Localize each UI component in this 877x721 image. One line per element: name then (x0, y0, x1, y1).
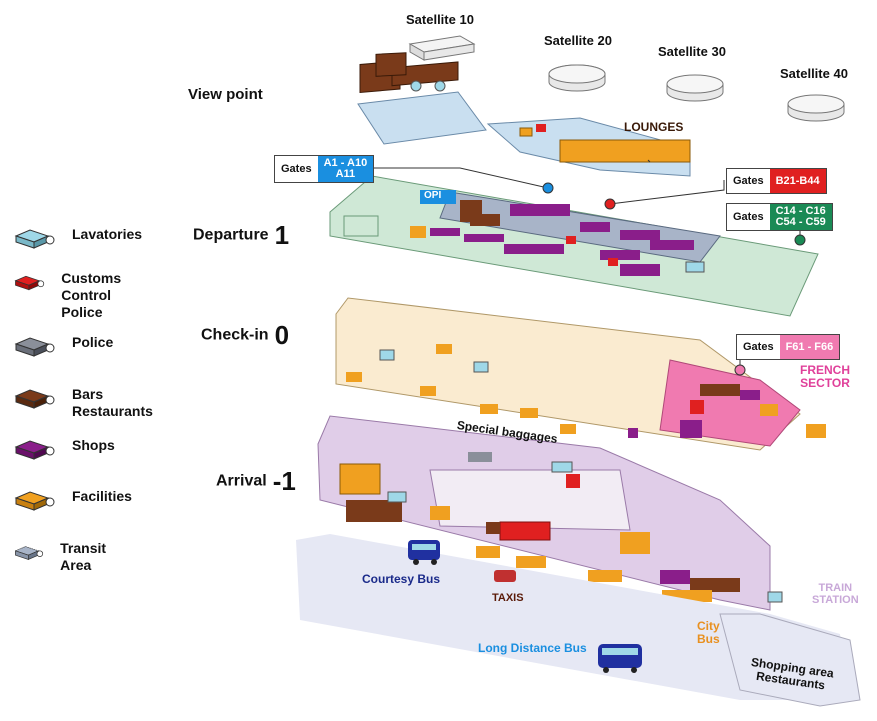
legend-bars: Bars Restaurants (14, 386, 153, 420)
departure-sign: OPI (424, 190, 442, 201)
transit-icon (14, 546, 44, 561)
legend-police: Police (14, 334, 113, 360)
police-icon (14, 337, 55, 357)
legend-customs: Customs Control Police (14, 270, 132, 321)
legend-lavatories-label: Lavatories (72, 226, 143, 242)
legend-shops: Shops (14, 437, 115, 463)
gate-f-marker (734, 364, 746, 376)
legend-police-label: Police (72, 334, 114, 350)
customs-icon (14, 275, 45, 291)
legend-lavatories: Lavatories (14, 226, 142, 252)
legend-bars-label: Bars Restaurants (72, 386, 153, 419)
city-bus-label: City Bus (697, 619, 720, 646)
gate-b-marker (604, 198, 616, 210)
gates-a-value: A1 - A10 A11 (317, 156, 374, 182)
gates-c-value: C14 - C16 C54 - C59 (769, 204, 832, 230)
taxi-icon (494, 570, 516, 582)
gates-c-key: Gates (733, 211, 764, 223)
level-checkin: Check-in 0 (201, 320, 289, 351)
legend-facilities-label: Facilities (72, 488, 132, 504)
facilities-icon (14, 491, 55, 511)
legend-transit: Transit Area (14, 540, 118, 574)
gates-b-key: Gates (733, 175, 764, 187)
viewpoint-level (357, 52, 691, 177)
restaurant-icon (14, 389, 55, 409)
courtesy-bus-icon (408, 540, 440, 565)
satellite-20-building (548, 64, 606, 92)
level-departure-name: Departure (193, 226, 269, 244)
legend-shops-label: Shops (72, 437, 115, 453)
gates-f-value: F61 - F66 (779, 335, 840, 359)
level-arrival: Arrival -1 (216, 466, 296, 497)
courtesy-bus-label: Courtesy Bus (362, 572, 441, 586)
satellite-10-building (408, 35, 476, 61)
lounges-label: LOUNGES (624, 120, 684, 134)
satellite-20-label: Satellite 20 (544, 33, 612, 48)
level-checkin-name: Check-in (201, 326, 269, 344)
level-arrival-name: Arrival (216, 472, 267, 490)
legend-transit-label: Transit Area (60, 540, 107, 573)
gate-c-marker (794, 234, 806, 246)
gates-b-value: B21-B44 (769, 169, 826, 193)
shop-icon (14, 440, 55, 460)
gates-a-key: Gates (281, 163, 312, 175)
level-checkin-number: 0 (274, 320, 290, 350)
lavatory-icon (14, 229, 55, 249)
train-station-label: TRAIN STATION (812, 582, 859, 606)
satellite-30-label: Satellite 30 (658, 44, 726, 59)
long-distance-bus-label: Long Distance Bus (478, 641, 587, 655)
long-distance-bus-icon (598, 644, 642, 673)
legend-customs-label: Customs Control Police (61, 270, 122, 320)
french-sector-label: FRENCH SECTOR (800, 363, 850, 390)
satellite-40-building (787, 94, 845, 122)
departure-level (329, 175, 819, 317)
checkin-level (335, 297, 826, 451)
ground-area (296, 534, 861, 707)
satellite-30-building (666, 74, 724, 102)
level-departure: Departure 1 (193, 220, 289, 251)
taxis-label: TAXIS (492, 592, 524, 604)
viewpoint-label: View point (188, 86, 263, 103)
gate-a-marker (542, 182, 554, 194)
gates-a: Gates A1 - A10 A11 (274, 155, 375, 183)
satellite-40-label: Satellite 40 (780, 66, 848, 81)
satellite-10-label: Satellite 10 (406, 12, 474, 27)
level-departure-number: 1 (274, 220, 290, 250)
gates-c: Gates C14 - C16 C54 - C59 (726, 203, 833, 231)
level-arrival-number: -1 (272, 466, 296, 496)
gates-f: Gates F61 - F66 (736, 334, 841, 360)
gates-b: Gates B21-B44 (726, 168, 827, 194)
gates-f-key: Gates (743, 341, 774, 353)
legend-facilities: Facilities (14, 488, 132, 514)
